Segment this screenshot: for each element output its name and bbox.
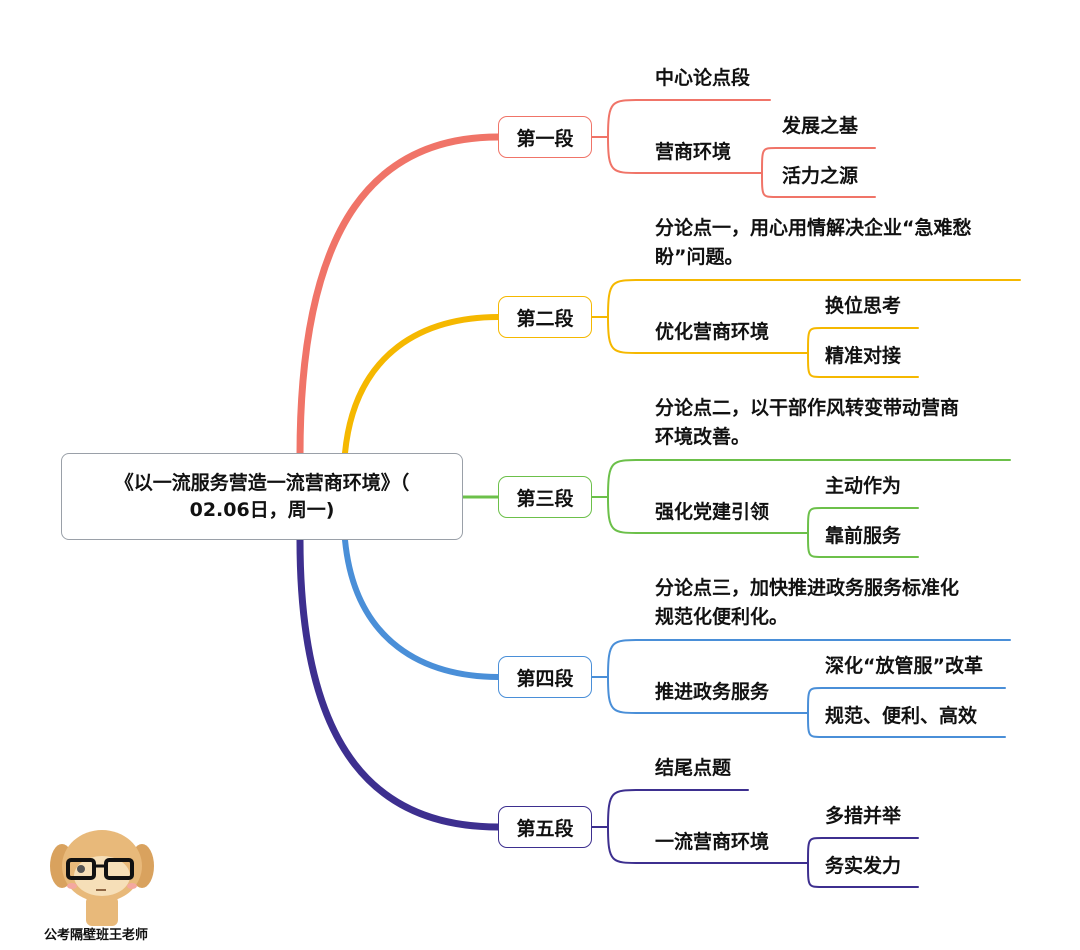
main-branch-line: [296, 536, 502, 831]
subtopic-label[interactable]: 营商环境: [655, 141, 732, 163]
section-node-3[interactable]: 第三段: [498, 476, 592, 518]
root-title-line2: 02.06日，周一): [189, 498, 335, 521]
section-node-5[interactable]: 第五段: [498, 806, 592, 848]
subtopic-label[interactable]: 一流营商环境: [655, 831, 770, 853]
leaf-label[interactable]: 发展之基: [782, 115, 859, 137]
sub-branch-line: [591, 279, 1021, 354]
leaf-branch-line: [761, 147, 876, 198]
subtopic-label[interactable]: 优化营商环境: [655, 321, 770, 343]
leaf-label[interactable]: 规范、便利、高效: [825, 705, 978, 727]
leaf-label[interactable]: 主动作为: [825, 475, 902, 497]
leaf-label[interactable]: 多措并举: [825, 805, 902, 827]
sub-branch-line: [591, 639, 1011, 714]
leaf-label[interactable]: 活力之源: [782, 165, 859, 187]
topic-text[interactable]: 分论点二，以干部作风转变带动营商: [655, 397, 960, 419]
leaf-branch-line: [807, 327, 919, 378]
topic-text[interactable]: 盼”问题。: [655, 246, 744, 268]
leaf-label[interactable]: 深化“放管服”改革: [825, 655, 983, 677]
leaf-branch-line: [807, 837, 919, 888]
subtopic-label[interactable]: 推进政务服务: [655, 681, 770, 703]
watermark-caption: 公考隔壁班王老师: [44, 928, 149, 943]
sub-branch-line: [591, 99, 771, 174]
topic-text[interactable]: 分论点一，用心用情解决企业“急难愁: [655, 217, 972, 239]
topic-text[interactable]: 环境改善。: [655, 426, 751, 448]
main-branch-line: [342, 537, 501, 680]
leaf-label[interactable]: 精准对接: [825, 345, 902, 367]
leaf-label[interactable]: 务实发力: [825, 855, 902, 877]
subtopic-label[interactable]: 强化党建引领: [655, 501, 770, 523]
topic-text[interactable]: 结尾点题: [655, 757, 732, 779]
sub-branch-line: [591, 789, 809, 864]
leaf-branch-line: [807, 687, 1006, 738]
leaf-label[interactable]: 靠前服务: [825, 525, 902, 547]
sub-branch-line: [591, 459, 1011, 534]
leaf-label[interactable]: 换位思考: [825, 295, 902, 317]
root-title-line1: 《以一流服务营造一流营商环境》（: [114, 471, 410, 494]
mascot-dog-image: [48, 826, 158, 930]
main-branch-line: [342, 314, 501, 456]
main-branch-line: [296, 133, 502, 459]
section-node-2[interactable]: 第二段: [498, 296, 592, 338]
leaf-branch-line: [807, 507, 919, 558]
section-node-4[interactable]: 第四段: [498, 656, 592, 698]
topic-text[interactable]: 规范化便利化。: [655, 606, 789, 628]
root-topic[interactable]: 《以一流服务营造一流营商环境》（ 02.06日，周一): [61, 453, 463, 540]
topic-text[interactable]: 中心论点段: [655, 67, 751, 89]
section-node-1[interactable]: 第一段: [498, 116, 592, 158]
topic-text[interactable]: 分论点三，加快推进政务服务标准化: [655, 577, 960, 599]
